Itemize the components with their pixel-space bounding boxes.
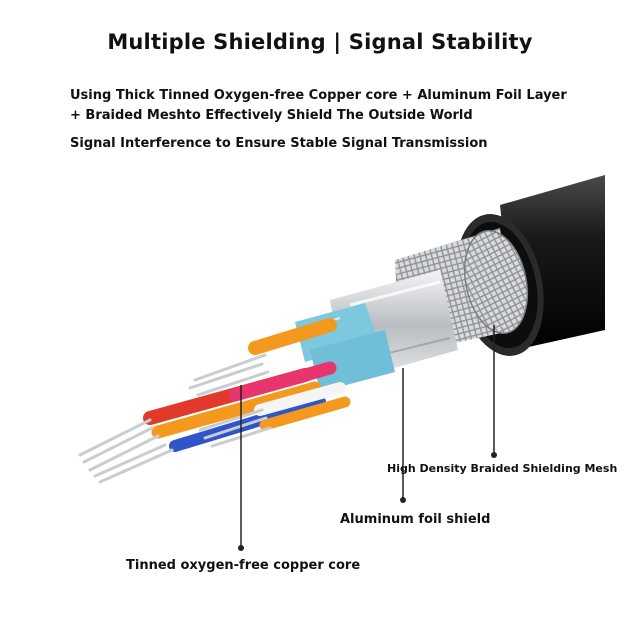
copper-strands [78,353,272,484]
label-braided-mesh: High Density Braided Shielding Mesh [387,462,618,475]
callout-lines [238,325,497,551]
page-title: Multiple Shielding | Signal Stability [107,30,533,54]
label-copper-core: Tinned oxygen-free copper core [126,558,361,573]
label-aluminum-foil: Aluminum foil shield [340,512,491,527]
description-line-3: Signal Interference to Ensure Stable Sig… [70,136,488,151]
description-line-2: + Braided Meshto Effectively Shield The … [70,108,473,123]
description-line-1: Using Thick Tinned Oxygen-free Copper co… [70,88,567,103]
description-text: Using Thick Tinned Oxygen-free Copper co… [70,86,567,126]
